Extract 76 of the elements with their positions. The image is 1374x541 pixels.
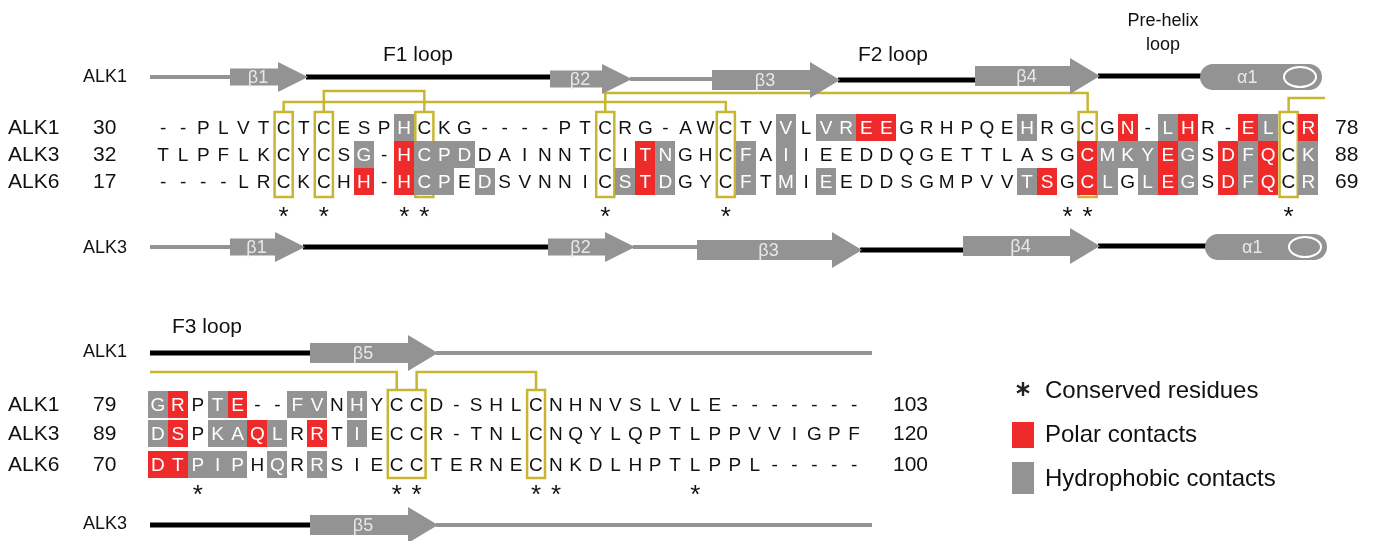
strand-arrow: β3 bbox=[697, 232, 862, 268]
sequence-row: - - P L V T C T C E S P H C K G - - - - P T C R G - A W C T V V L V R E E G R H P Q E H R G C G N - L H R - E L C R bbox=[153, 114, 1319, 141]
structure-label: ALK3 bbox=[83, 236, 128, 259]
strand-arrow: β1 bbox=[230, 62, 308, 92]
structure-label: ALK1 bbox=[83, 65, 128, 88]
backbone-line bbox=[1098, 243, 1207, 249]
backbone-line bbox=[630, 77, 714, 81]
conserved-mark: * bbox=[317, 204, 330, 228]
backbone-line bbox=[306, 74, 552, 80]
backbone-line bbox=[838, 77, 977, 83]
structure-label: ALK3 bbox=[83, 512, 128, 535]
conserved-mark: * bbox=[410, 482, 423, 506]
helix-shape: α1 bbox=[1205, 234, 1327, 260]
conserved-mark: * bbox=[719, 204, 732, 228]
residue-number: 100 bbox=[893, 452, 929, 476]
sequence-row: D S P K A Q L R R T I E C C R - T N L C N Q Y L Q P T L P P V V I G P F bbox=[148, 420, 865, 447]
conserved-mark: * bbox=[1282, 204, 1295, 228]
residue-number: 78 bbox=[1335, 115, 1359, 139]
sequence-row: G R P T E - - F V N H Y C C D - S H L C N H N V S L V L E - - - - - - - bbox=[148, 391, 865, 418]
sequence-name: ALK3 bbox=[8, 142, 60, 166]
loop-label: F2 loop bbox=[858, 42, 929, 66]
conserved-mark: * bbox=[599, 204, 612, 228]
sequence-row: - - - - L R C K C H H - H C P E D S V N N I C S T D G Y C F T M I E E D D S G M P V V T S G C L G L E G S D F Q C R bbox=[153, 168, 1319, 195]
loop-label: Pre-helix loop bbox=[1126, 9, 1200, 56]
conserved-mark: * bbox=[689, 482, 702, 506]
conserved-mark: * bbox=[1081, 204, 1094, 228]
structure-label: ALK1 bbox=[83, 340, 128, 363]
sequence-name: ALK6 bbox=[8, 169, 60, 193]
residue-number: 17 bbox=[93, 169, 117, 193]
backbone-line bbox=[150, 350, 312, 356]
backbone-line bbox=[860, 247, 965, 253]
sequence-row: D T P I P H Q R R S I E C C T E R N E C N K D L H P T L P P L - - - - - bbox=[148, 451, 865, 478]
conserved-mark: * bbox=[390, 482, 403, 506]
strand-arrow: β1 bbox=[230, 232, 305, 262]
strand-arrow: β4 bbox=[963, 228, 1100, 264]
backbone-line bbox=[303, 244, 550, 250]
conserved-mark: * bbox=[1061, 204, 1074, 228]
residue-number: 32 bbox=[93, 142, 117, 166]
residue-number: 88 bbox=[1335, 142, 1359, 166]
strand-arrow: β5 bbox=[310, 507, 438, 541]
residue-number: 89 bbox=[93, 421, 117, 445]
backbone-line bbox=[150, 245, 232, 249]
conserved-mark: * bbox=[398, 204, 411, 228]
loop-label: F1 loop bbox=[383, 42, 454, 66]
strand-arrow: β2 bbox=[550, 64, 632, 94]
conserved-mark: * bbox=[191, 482, 204, 506]
sequence-name: ALK1 bbox=[8, 115, 60, 139]
sequence-name: ALK1 bbox=[8, 392, 60, 416]
sequence-name: ALK3 bbox=[8, 421, 60, 445]
backbone-line bbox=[150, 522, 312, 528]
conserved-mark: * bbox=[549, 482, 562, 506]
backbone-line bbox=[1098, 73, 1202, 79]
residue-number: 30 bbox=[93, 115, 117, 139]
strand-arrow: β3 bbox=[712, 62, 840, 98]
residue-number: 103 bbox=[893, 392, 929, 416]
legend-label: Polar contacts bbox=[1045, 422, 1198, 446]
residue-number: 79 bbox=[93, 392, 117, 416]
backbone-line bbox=[633, 245, 699, 249]
backbone-line bbox=[150, 75, 232, 79]
conserved-mark: * bbox=[529, 482, 543, 506]
sequence-name: ALK6 bbox=[8, 452, 60, 476]
loop-label: F3 loop bbox=[172, 314, 243, 338]
legend-label: Hydrophobic contacts bbox=[1045, 466, 1276, 490]
backbone-line bbox=[436, 523, 872, 527]
conserved-mark: * bbox=[277, 204, 290, 228]
backbone-line bbox=[436, 351, 872, 355]
sequence-row: T L P F L K C Y C S G - H C P D D A I N N T C I T N G H C F A I I E E D D Q G E T T L A S G C M K Y E G S D F Q C K bbox=[153, 141, 1319, 168]
conserved-mark: * bbox=[418, 204, 431, 228]
residue-number: 120 bbox=[893, 421, 929, 445]
legend-label: Conserved residues bbox=[1045, 378, 1259, 402]
helix-shape: α1 bbox=[1200, 64, 1322, 90]
residue-number: 70 bbox=[93, 452, 117, 476]
strand-arrow: β5 bbox=[310, 335, 438, 371]
residue-number: 69 bbox=[1335, 169, 1359, 193]
strand-arrow: β4 bbox=[975, 58, 1100, 94]
strand-arrow: β2 bbox=[548, 232, 635, 262]
